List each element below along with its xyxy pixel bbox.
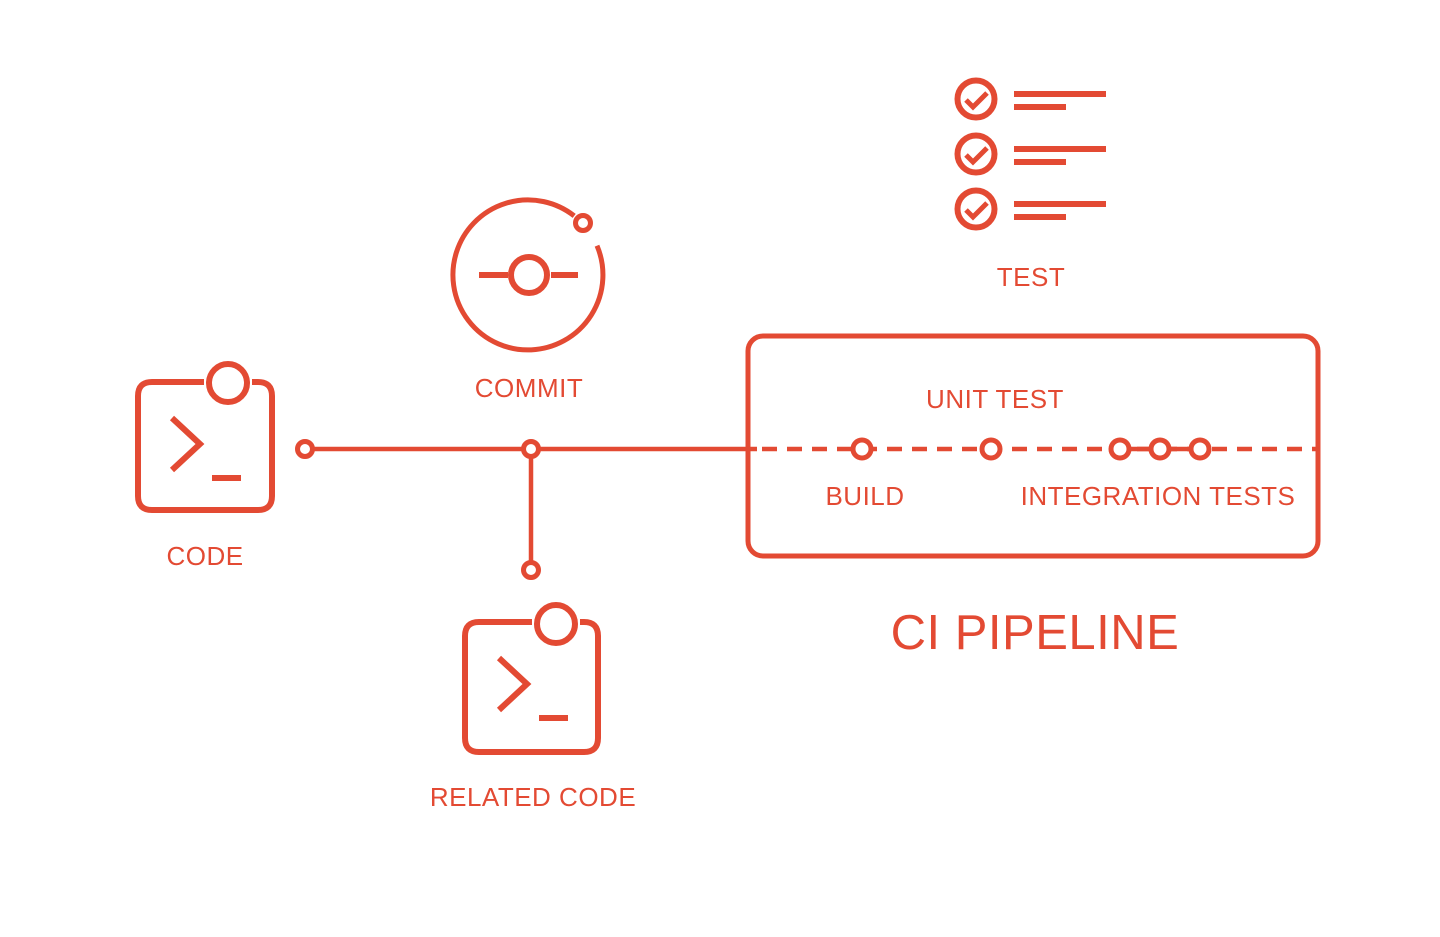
- integration-test-node-2: [1148, 437, 1172, 461]
- commit-center-circle: [508, 254, 550, 296]
- integration-test-node-3: [1188, 437, 1212, 461]
- build-label: BUILD: [825, 481, 904, 511]
- check-circle-icon: [954, 77, 998, 121]
- checkmark-icon: [964, 91, 989, 111]
- commit-label: COMMIT: [475, 373, 583, 403]
- commit-satellite-circle: [573, 213, 593, 233]
- branch-connector: [314, 446, 757, 562]
- ci-pipeline-box: [745, 333, 1321, 559]
- branch-end-node: [521, 560, 541, 580]
- code-label: CODE: [166, 541, 243, 571]
- check-circle-icon: [954, 132, 998, 176]
- build-stage-node: [850, 437, 874, 461]
- check-circle-icon: [954, 187, 998, 231]
- checkmark-icon: [964, 146, 989, 166]
- checklist-icon: [954, 77, 1106, 231]
- terminal-frame: [135, 379, 275, 513]
- unit-test-label: UNIT TEST: [926, 384, 1064, 414]
- integration-test-node-1: [1108, 437, 1132, 461]
- prompt-chevron: [496, 655, 532, 713]
- terminal-window-icon: [135, 361, 275, 513]
- branch-junction-node: [521, 439, 541, 459]
- git-commit-icon: [450, 197, 606, 353]
- prompt-chevron: [169, 415, 205, 473]
- unit-test-stage-node: [979, 437, 1003, 461]
- commit-orbit-arc: [450, 197, 606, 353]
- branch-start-node: [295, 439, 315, 459]
- checkmark-icon: [964, 201, 989, 221]
- ci-pipeline-title: CI PIPELINE: [891, 606, 1180, 660]
- terminal-frame: [462, 619, 601, 755]
- test-label: TEST: [997, 262, 1065, 292]
- terminal-pin-circle: [206, 361, 250, 405]
- integration-tests-label: INTEGRATION TESTS: [1021, 481, 1296, 511]
- terminal-window-icon: [462, 602, 601, 755]
- related-code-label: RELATED CODE: [430, 782, 636, 812]
- terminal-pin-circle: [534, 602, 578, 646]
